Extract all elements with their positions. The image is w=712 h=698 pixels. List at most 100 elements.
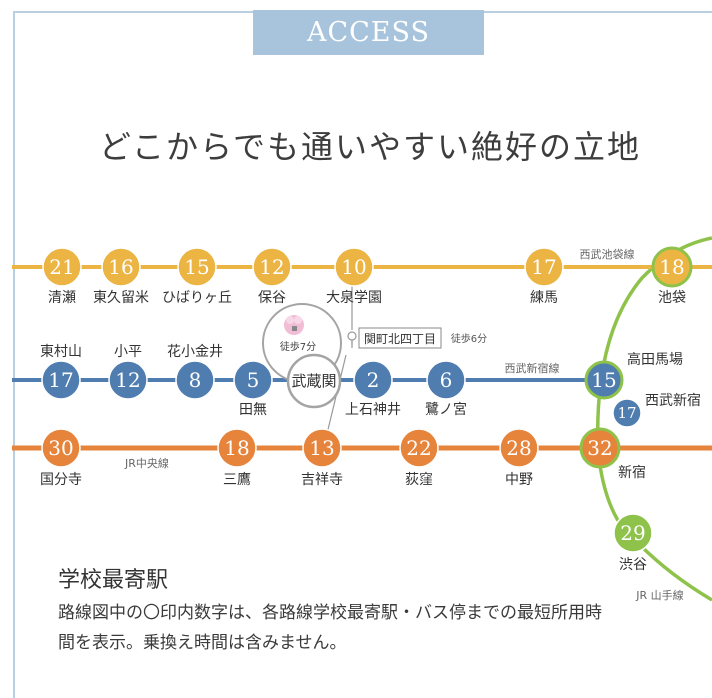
station-name-kamishakujii: 上石神井 — [345, 402, 401, 418]
station-name-kichijoji: 吉祥寺 — [301, 472, 343, 488]
school-walk-time: 徒歩7分 — [280, 340, 316, 353]
station-marker-shinjuku — [579, 427, 621, 469]
station-minutes-hibarigaoka: 15 — [184, 255, 209, 279]
page-headline: どこからでも通いやすい絶好の立地 — [98, 128, 642, 166]
station-marker-oizumigakuen — [334, 247, 374, 287]
station-minutes-ikebukuro: 18 — [659, 255, 684, 279]
station-minutes-shinjuku: 32 — [587, 436, 612, 460]
station-marker-takadanobaba — [584, 360, 624, 400]
station-name-kokubunji: 国分寺 — [40, 472, 82, 488]
station-name-seibushinjuku: 西武新宿 — [645, 392, 701, 409]
station-minutes-hanakoganei: 8 — [189, 368, 202, 392]
station-name-ogikubo: 荻窪 — [405, 471, 433, 488]
station-marker-higashikurume — [101, 247, 141, 287]
station-marker-tanashi — [233, 360, 273, 400]
station-minutes-nerima: 17 — [531, 255, 556, 279]
station-minutes-kiyose: 21 — [49, 255, 74, 279]
station-minutes-tanashi: 5 — [247, 368, 260, 392]
station-hanakoganei: 8 花小金井 — [167, 344, 223, 400]
kichijoji-connector — [324, 354, 347, 443]
station-name-hibarigaoka: ひばりヶ丘 — [162, 290, 232, 306]
station-marker-seibushinjuku — [612, 398, 642, 428]
station-hoya: 12 保谷 — [252, 247, 292, 306]
station-marker-hoya — [252, 247, 292, 287]
station-takadanobaba: 15 高田馬場 — [584, 351, 683, 400]
station-kiyose: 21 清瀬 — [42, 247, 82, 306]
station-marker-nakano — [499, 428, 539, 468]
station-marker-kamishakujii — [353, 360, 393, 400]
jr-yamanote-label: JR 山手線 — [635, 588, 683, 602]
seibu-shinjuku-label: 西武新宿線 — [505, 361, 560, 375]
musashiseki-label: 武蔵関 — [291, 372, 336, 390]
station-minutes-hoya: 12 — [259, 255, 284, 279]
station-minutes-higashimurayama: 17 — [48, 368, 73, 392]
station-minutes-kodaira: 12 — [115, 368, 140, 392]
station-hibarigaoka: 15 ひばりヶ丘 — [162, 247, 232, 306]
station-name-shibuya: 渋谷 — [619, 557, 647, 573]
station-name-shinjuku: 新宿 — [618, 464, 646, 481]
station-marker-kichijoji — [302, 428, 342, 468]
station-name-higashikurume: 東久留米 — [93, 290, 149, 306]
legend-title: 学校最寄駅 — [58, 568, 169, 593]
station-minutes-shibuya: 29 — [620, 521, 645, 545]
station-kodaira: 12 小平 — [108, 344, 148, 400]
station-minutes-kamishakujii: 2 — [367, 368, 380, 392]
seibu-ikebukuro-label: 西武池袋線 — [580, 247, 635, 261]
station-minutes-kichijoji: 13 — [309, 436, 334, 460]
bus-stop-walk: 徒歩6分 — [451, 332, 487, 345]
station-marker-saginomiya — [426, 360, 466, 400]
station-higashikurume: 16 東久留米 — [93, 247, 149, 306]
station-name-saginomiya: 鷺ノ宮 — [425, 402, 467, 418]
musashiseki-station-circle — [286, 353, 342, 409]
station-name-takadanobaba: 高田馬場 — [627, 351, 683, 368]
station-minutes-oizumigakuen: 10 — [341, 255, 366, 279]
station-minutes-nakano: 28 — [506, 436, 531, 460]
jr-chuo-label: JR中央線 — [124, 456, 169, 470]
station-name-mitaka: 三鷹 — [223, 472, 251, 488]
station-tanashi: 5 田無 — [233, 360, 273, 418]
bus-stop-name: 関町北四丁目 — [364, 332, 436, 346]
station-name-kodaira: 小平 — [114, 344, 142, 360]
station-marker-kokubunji — [41, 428, 81, 468]
station-marker-shibuya — [613, 513, 653, 553]
station-minutes-higashikurume: 16 — [108, 255, 133, 279]
station-name-hoya: 保谷 — [258, 290, 286, 306]
bus-stop-box — [358, 327, 442, 349]
station-seibushinjuku: 17 西武新宿 — [612, 392, 701, 428]
station-kamishakujii: 2 上石神井 — [345, 360, 401, 418]
station-minutes-takadanobaba: 15 — [591, 368, 616, 392]
station-marker-higashimurayama — [41, 360, 81, 400]
station-minutes-seibushinjuku: 17 — [617, 404, 636, 422]
station-name-kiyose: 清瀬 — [48, 290, 76, 306]
station-kokubunji: 30 国分寺 — [40, 428, 82, 488]
station-marker-kodaira — [108, 360, 148, 400]
station-minutes-kokubunji: 30 — [48, 436, 73, 460]
station-ikebukuro: 18 池袋 — [651, 246, 693, 306]
station-marker-hibarigaoka — [177, 247, 217, 287]
station-name-higashimurayama: 東村山 — [40, 344, 82, 360]
station-oizumigakuen: 10 大泉学園 — [326, 247, 382, 306]
station-minutes-ogikubo: 22 — [406, 436, 431, 460]
station-name-tanashi: 田無 — [239, 402, 267, 418]
station-nakano: 28 中野 — [499, 428, 539, 488]
station-shinjuku: 32 新宿 — [579, 427, 646, 481]
station-name-nakano: 中野 — [505, 472, 533, 488]
station-marker-kiyose — [42, 247, 82, 287]
station-name-hanakoganei: 花小金井 — [167, 344, 223, 360]
station-marker-ogikubo — [399, 428, 439, 468]
station-marker-mitaka — [217, 428, 257, 468]
station-kichijoji: 13 吉祥寺 — [301, 428, 343, 488]
station-minutes-saginomiya: 6 — [440, 368, 453, 392]
station-name-ikebukuro: 池袋 — [658, 290, 686, 306]
station-marker-nerima — [524, 247, 564, 287]
station-higashimurayama: 17 東村山 — [40, 344, 82, 400]
station-name-oizumigakuen: 大泉学園 — [326, 289, 382, 306]
bus-stop-icon — [347, 331, 357, 348]
legend-text: 路線図中の〇印内数字は、各路線学校最寄駅・バス停までの最短所用時間を表示。乗換え… — [58, 603, 602, 653]
station-ogikubo: 22 荻窪 — [399, 428, 439, 488]
